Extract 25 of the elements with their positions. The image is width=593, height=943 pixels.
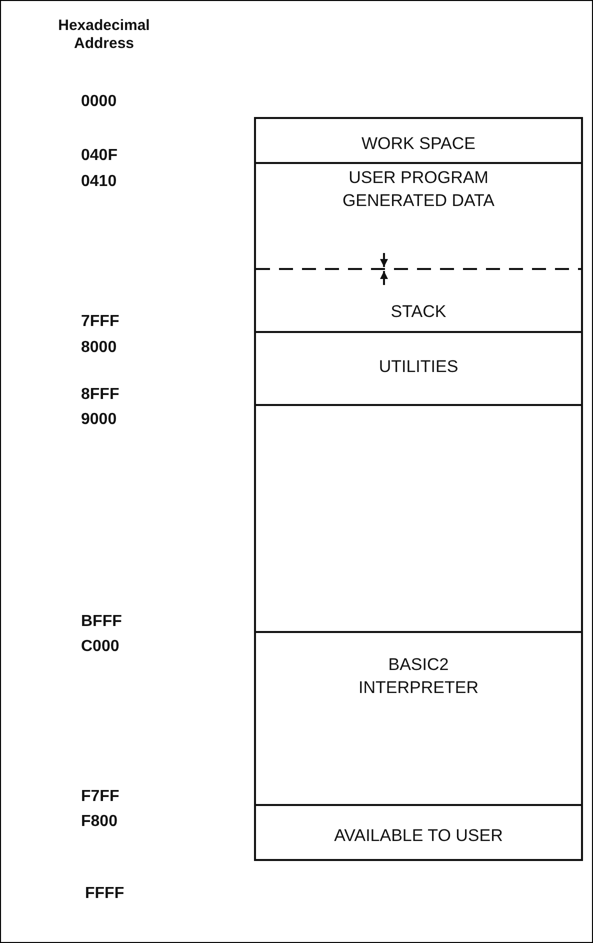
address-label: F800 (81, 813, 118, 831)
memory-region-box (254, 631, 583, 806)
address-label: BFFF (81, 613, 122, 631)
address-label: 0410 (81, 173, 117, 191)
memory-region-box (254, 162, 583, 333)
address-label: F7FF (81, 788, 120, 806)
region-label: USER PROGRAM GENERATED DATA (341, 167, 496, 212)
memory-region-box (254, 117, 583, 164)
region-label: BASIC2 INTERPRETER (358, 654, 480, 699)
region-label: WORK SPACE (360, 133, 476, 155)
region-label: AVAILABLE TO USER (333, 825, 504, 847)
column-heading: Hexadecimal Address (57, 17, 151, 53)
address-label: C000 (81, 638, 120, 656)
address-label: 9000 (81, 411, 117, 429)
memory-region-box (254, 331, 583, 406)
address-label: 8FFF (81, 386, 120, 404)
address-label: FFFF (85, 885, 124, 903)
address-label: 8000 (81, 339, 117, 357)
memory-region-box (254, 804, 583, 861)
region-label: STACK (390, 301, 448, 323)
address-label: 0000 (81, 93, 117, 111)
memory-region-box (254, 404, 583, 633)
address-label: 7FFF (81, 313, 120, 331)
address-label: 040F (81, 147, 118, 165)
region-label: UTILITIES (378, 356, 460, 378)
